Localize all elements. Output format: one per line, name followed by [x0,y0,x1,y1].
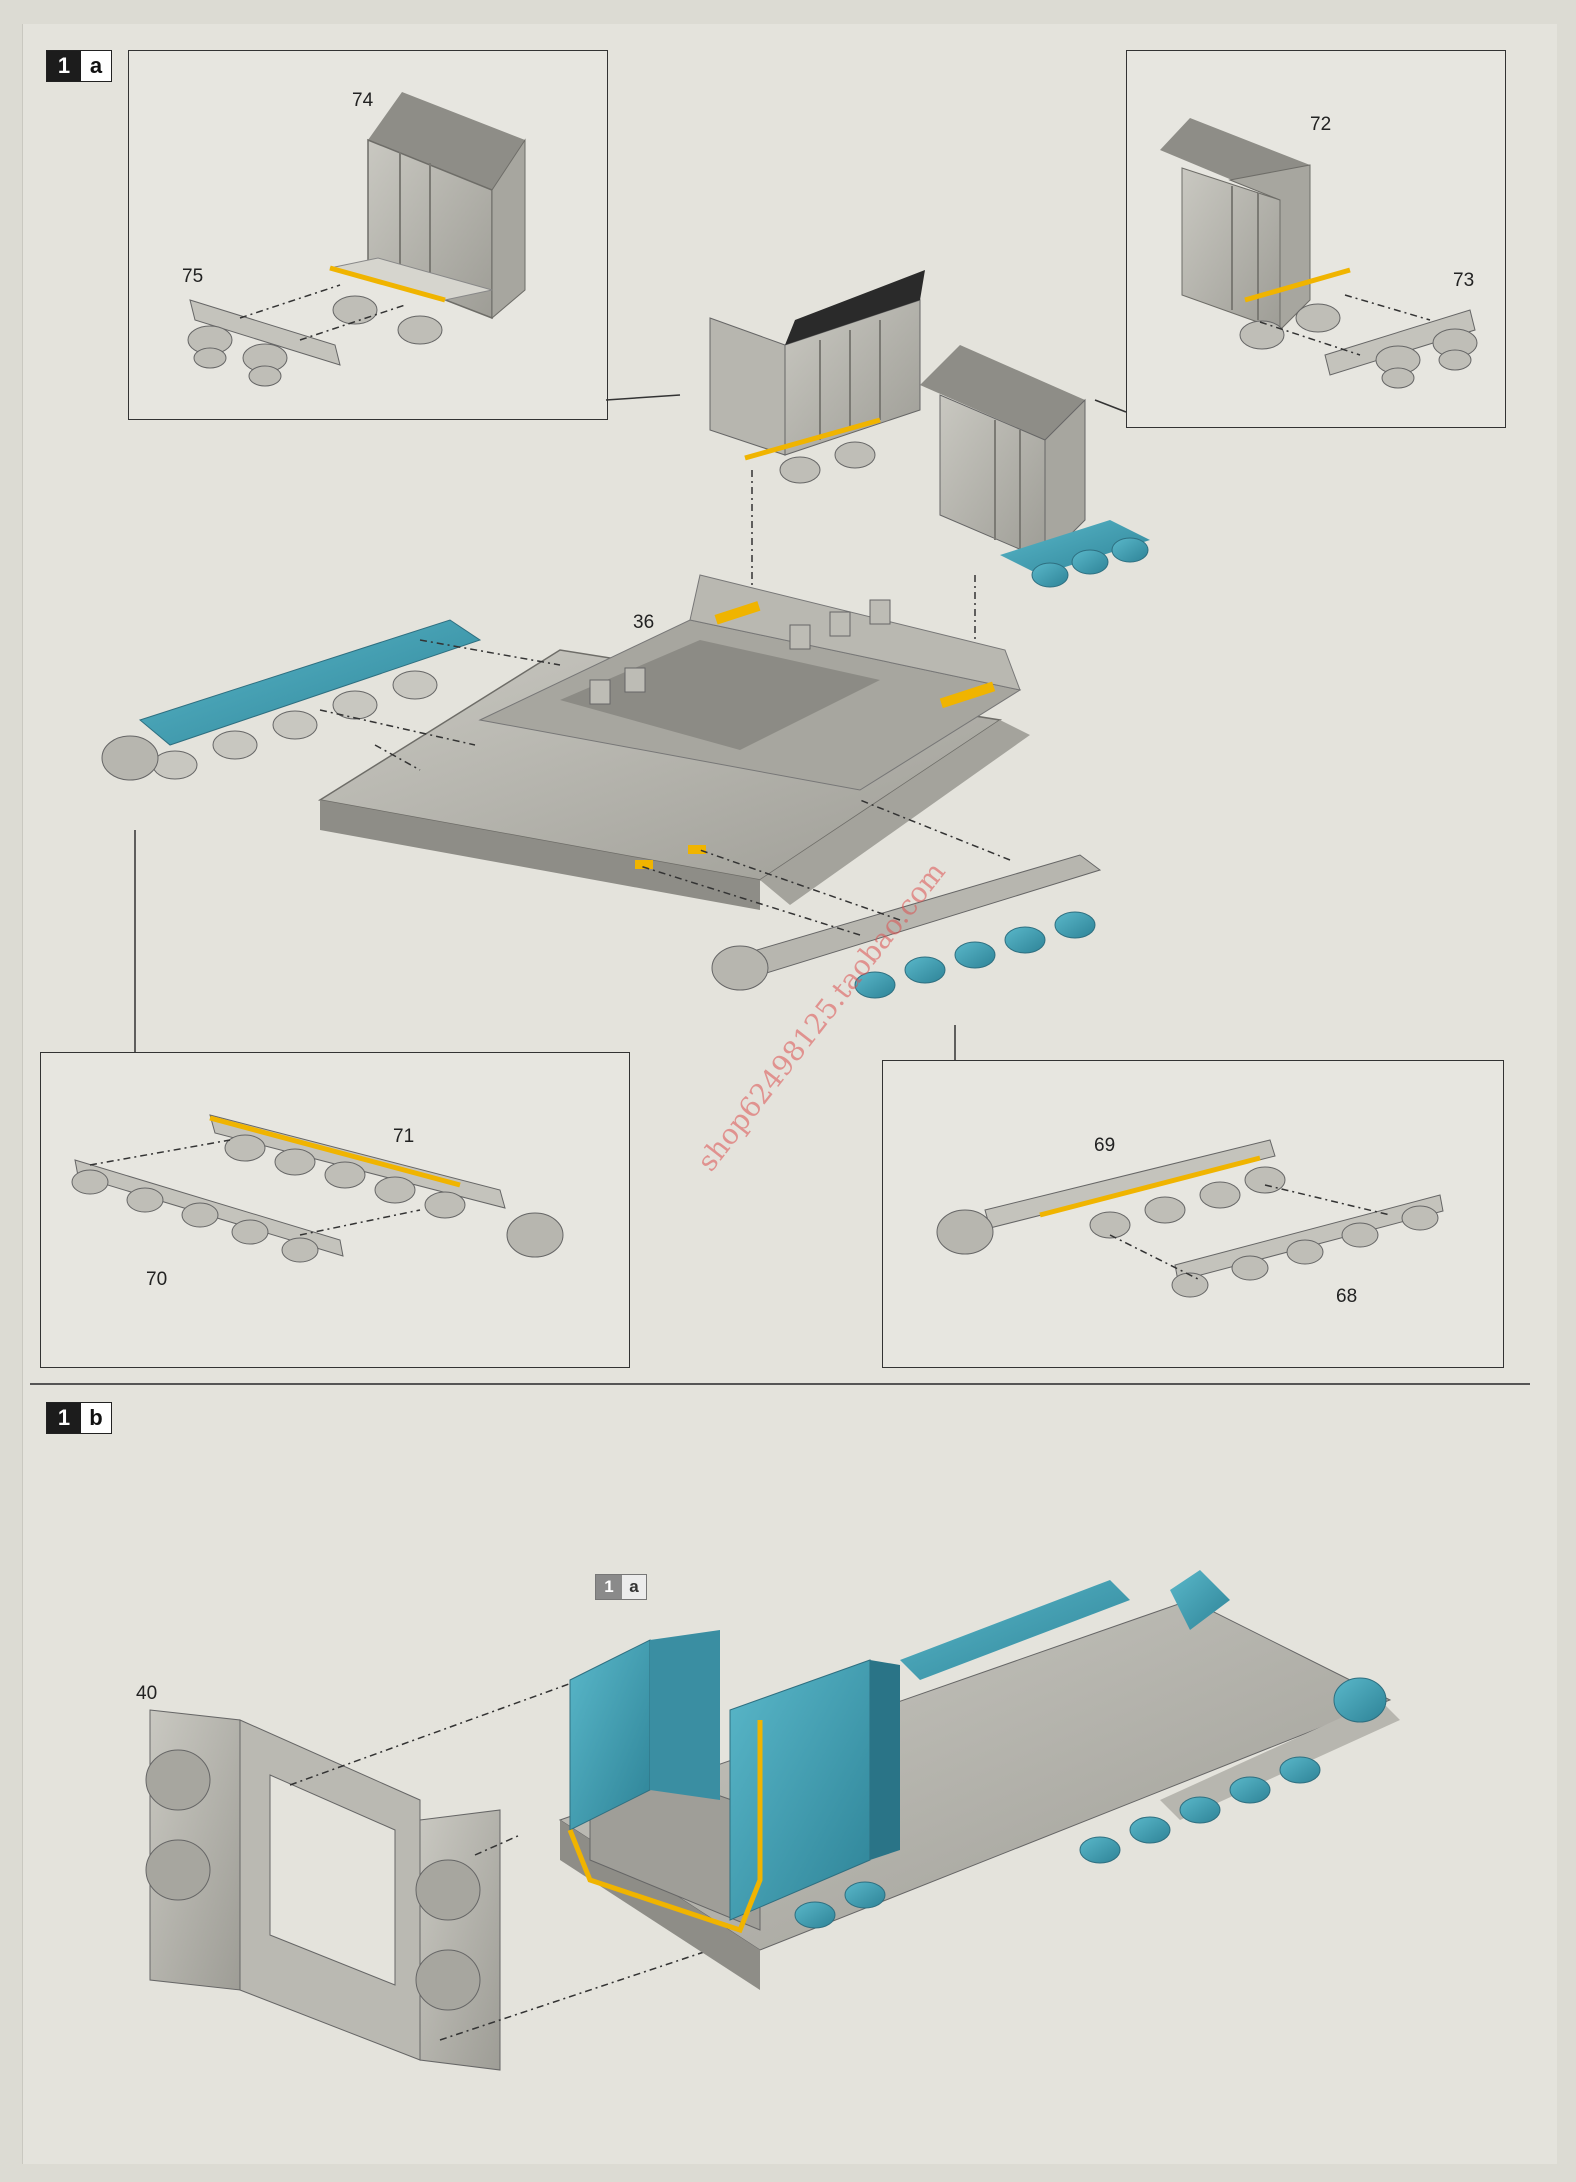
reference-badge-1a: 1 a [595,1574,647,1600]
step-badge-1a: 1 a [46,50,112,82]
assembly-arrows-73 [1259,294,1431,356]
step-number: 1 [47,1403,81,1433]
label-part-74: 74 [352,90,374,111]
track-unit-left [101,619,482,781]
ref-step-number: 1 [596,1575,622,1599]
label-part-73: 73 [1453,270,1475,291]
part-69-track-guard [936,1139,1286,1255]
arrows-68-69 [1109,1184,1391,1281]
part-71-track-guard [209,1114,564,1258]
step-number: 1 [47,51,81,81]
callout-line-right [1094,399,1127,413]
part-40-front-plate [145,1709,501,2071]
label-part-69: 69 [1094,1135,1116,1156]
left-track-arrows [319,639,561,771]
label-part-36: 36 [633,612,655,633]
part-75-suspension [187,299,341,387]
part-74-bracket [329,92,526,345]
callout-line-left [605,394,681,401]
assembly-arrows-75 [239,284,406,341]
step-badge-1b: 1 b [46,1402,112,1434]
part-73-suspension [1324,309,1478,389]
label-part-68: 68 [1336,1286,1358,1307]
ref-step-substep: a [622,1575,646,1599]
step-substep: a [81,51,111,81]
bracket-assembled-left [709,270,925,484]
label-part-72: 72 [1310,114,1332,135]
label-part-40: 40 [136,1683,158,1704]
assembled-hull-step-1b [558,1570,1400,1990]
step-substep: b [81,1403,111,1433]
track-unit-right [711,854,1102,999]
part-36-hull [317,574,1030,910]
bracket-drop-arrows [751,470,976,690]
label-part-70: 70 [146,1269,168,1290]
right-track-arrows [639,799,1011,936]
arrows-70-71 [89,1139,421,1236]
label-part-75: 75 [182,266,204,287]
step-divider [30,1383,1530,1385]
part-72-bracket [1160,118,1351,350]
label-part-71: 71 [393,1126,415,1147]
part-68-suspension [1171,1194,1444,1298]
part-70-suspension [71,1159,344,1263]
bracket-assembled-right [920,345,1150,588]
